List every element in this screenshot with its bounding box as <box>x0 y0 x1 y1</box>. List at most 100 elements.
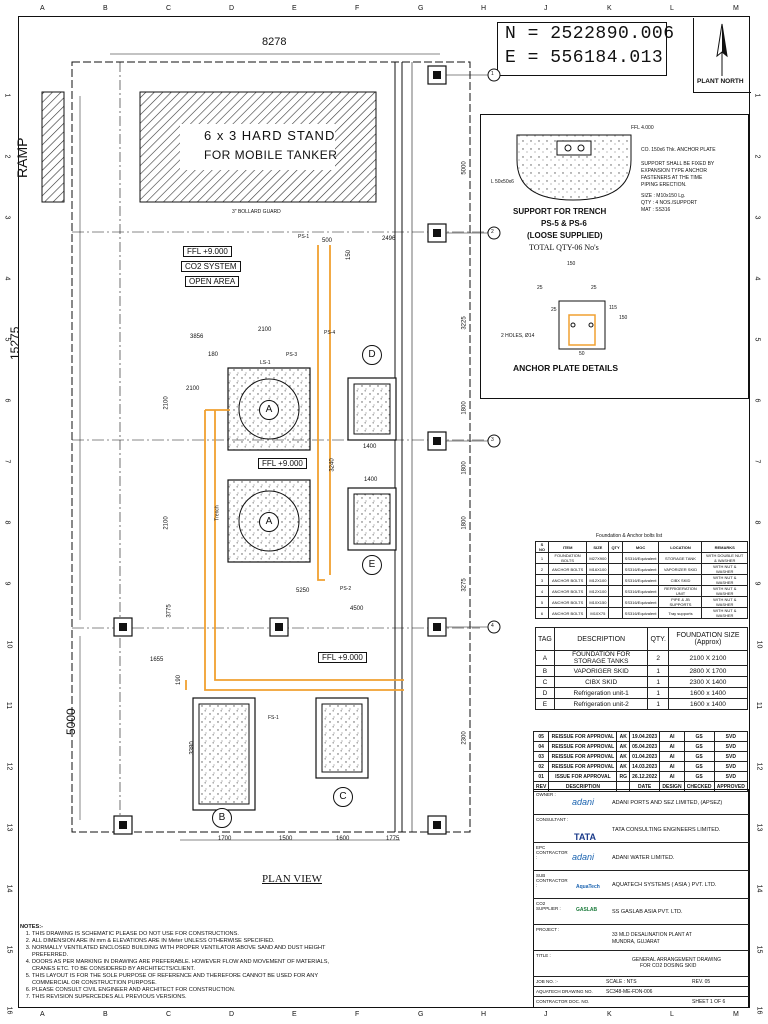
dim-2100b: 2100 <box>163 396 170 410</box>
bolts-table-caption: Foundation & Anchor bolts list <box>596 533 663 539</box>
label-fs1: FS-1 <box>268 715 279 721</box>
dim-2300: 2300 <box>461 731 468 745</box>
dim-1700: 1700 <box>218 836 232 842</box>
table-cell: WITH NUT & WASHER <box>701 607 748 619</box>
table-cell: 1 <box>647 665 669 677</box>
table-cell: M16X100 <box>586 563 610 575</box>
list-item: THIS REVISION SUPERCEDES ALL PREVIOUS VE… <box>32 994 350 1001</box>
table-cell: D <box>535 687 555 699</box>
detail-anchor-plate-note: CO. 150x6 Thk. ANCHOR PLATE <box>641 147 716 153</box>
sub-label: SUB CONTRACTOR : <box>536 873 568 888</box>
table-cell: REISSUE FOR APPROVAL <box>548 731 618 742</box>
bolts-table-header-cell: MOC <box>621 541 660 553</box>
bolts-table-header-cell: REMARKS <box>701 541 748 553</box>
table-cell: REISSUE FOR APPROVAL <box>548 761 618 772</box>
table-cell: Refrigeration unit-1 <box>553 687 649 699</box>
table-cell: A <box>535 650 555 666</box>
dim-190: 190 <box>176 674 183 686</box>
title-line-1: GENERAL ARRANGEMENT DRAWING <box>632 957 721 963</box>
table-cell: ANCHOR BOLTS <box>547 563 588 575</box>
label-ps3: PS-3 <box>286 352 298 358</box>
detail-mat: MAT : SS316 <box>641 207 671 213</box>
project-label: PROJECT : <box>536 927 560 932</box>
table-cell: FOUNDATION BOLTS <box>547 552 588 564</box>
tag-d: D <box>362 345 382 365</box>
detail-support-title: SUPPORT FOR TRENCH <box>513 207 607 216</box>
table-cell: 1 <box>535 552 549 564</box>
table-cell: 02 <box>532 761 550 772</box>
plate-dim-4: 150 <box>619 315 628 321</box>
table-cell: 2800 X 1700 <box>667 665 749 677</box>
table-cell: B <box>535 665 555 677</box>
table-cell: 1600 x 1400 <box>667 698 749 710</box>
north-arrow-icon <box>716 23 728 76</box>
table-cell: AK <box>616 731 631 742</box>
table-cell: VAPORIGER SKID <box>553 665 649 677</box>
border-mark-bottom: F <box>355 1011 360 1018</box>
border-mark-top: L <box>670 5 674 12</box>
plate-dim-1: 150 <box>567 261 576 267</box>
table-cell: 4 <box>535 585 549 597</box>
dim-1800b: 1800 <box>461 461 468 475</box>
list-item: ALL DIMENSION ARE IN mm & ELEVATIONS ARE… <box>32 938 350 945</box>
table-cell: ANCHOR BOLTS <box>547 585 588 597</box>
bolts-table-header-cell: S NO <box>535 541 549 553</box>
dim-1655: 1655 <box>150 657 164 663</box>
table-cell <box>608 574 623 586</box>
table-cell: 05.04.2023 <box>629 741 661 752</box>
table-cell: AK <box>616 761 631 772</box>
table-cell: VAPORIZER SKID <box>658 563 703 575</box>
border-mark-bottom: E <box>292 1011 297 1018</box>
bolts-table-header-cell: ITEM <box>547 541 588 553</box>
consultant-name: TATA CONSULTING ENGINEERS LIMITED. <box>612 827 721 833</box>
table-cell: CIBX SKID <box>553 676 649 688</box>
table-cell <box>608 585 623 597</box>
table-cell: 2 <box>647 650 669 666</box>
border-mark-top: E <box>292 5 297 12</box>
project-line-1: 33 MLD DESALINATION PLANT AT <box>612 932 692 938</box>
dim-4500: 4500 <box>350 606 364 612</box>
foundation-table-header-cell: FOUNDATION SIZE (Approx) <box>667 627 749 651</box>
table-cell: 03 <box>532 751 550 762</box>
border-mark-top: G <box>418 5 424 12</box>
detail-support-sub: PS-5 & PS-6 <box>541 219 587 228</box>
table-cell: 01 <box>532 771 550 782</box>
east-coordinate: E = 556184.013 <box>505 48 664 68</box>
dim-2100c: 2100 <box>163 516 170 530</box>
table-cell: SVD <box>713 751 749 762</box>
dim-5000: 5000 <box>461 161 468 175</box>
ffl-top: FFL +9.000 <box>183 246 232 257</box>
table-cell: SVD <box>713 731 749 742</box>
dim-2496: 2496 <box>382 236 396 242</box>
owner-name: ADANI PORTS AND SEZ LIMITED, (APSEZ) <box>612 800 723 806</box>
table-cell: GS <box>683 731 715 742</box>
detail-size: SIZE : M10x150 Lg. <box>641 193 686 199</box>
table-cell: FOUNDATION FOR STORAGE TANKS <box>553 650 649 666</box>
table-cell: WITH NUT & WASHER <box>701 596 748 608</box>
support-detail-sketch <box>516 134 632 350</box>
table-cell: SS316/Equivalent <box>621 552 660 564</box>
border-mark-top: D <box>229 5 235 12</box>
co2-logo: GASLAB <box>576 907 598 913</box>
ffl-mid: FFL +9.000 <box>258 458 307 469</box>
sub-logo: AquaTech <box>576 884 600 890</box>
table-cell: 26.12.2022 <box>629 771 661 782</box>
table-cell: STORAGE TANK <box>658 552 703 564</box>
border-mark-bottom: J <box>544 1011 548 1018</box>
table-cell: 1 <box>647 698 669 710</box>
plate-dim-6: 115 <box>609 305 617 311</box>
project-line-2: MUNDRA, GUJARAT <box>612 939 660 945</box>
drawing-frame <box>18 16 750 1008</box>
dim-3856: 3856 <box>190 334 204 340</box>
table-cell: AI <box>659 751 685 762</box>
dim-3275: 3275 <box>461 578 468 592</box>
border-mark-bottom: H <box>481 1011 487 1018</box>
ramp-label: RAMP <box>14 137 30 178</box>
